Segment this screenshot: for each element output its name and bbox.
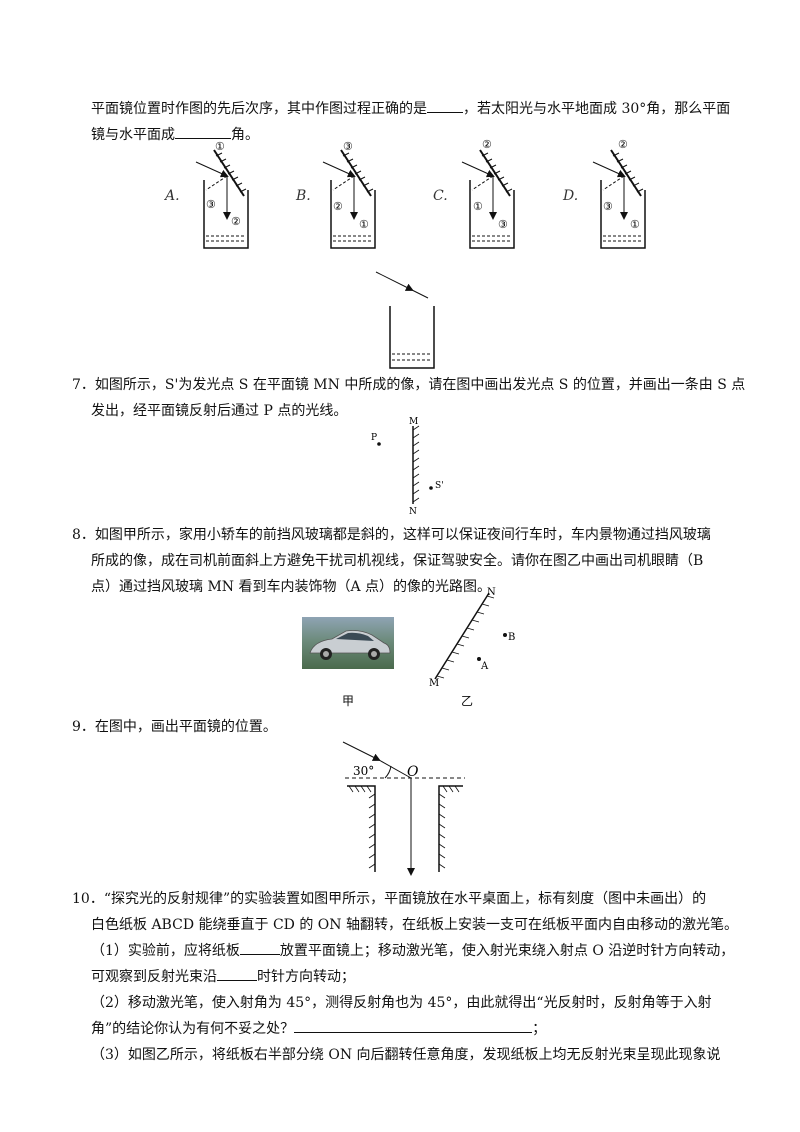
label-n: N xyxy=(409,507,417,517)
q8-line-2: 所成的像，成在司机前面斜上方避免干扰司机视线，保证驾驶安全。请你在图乙中画出司机… xyxy=(91,553,704,569)
option-a[interactable]: A. ① ③ ② xyxy=(163,140,249,249)
point-b xyxy=(503,633,507,637)
q10-line-2: 白色纸板 ABCD 能绕垂直于 CD 的 ON 轴翻转，在纸板上安装一支可在纸板… xyxy=(91,917,738,933)
options-figure: A. ① ③ ② B. ③ ② ① xyxy=(163,138,646,369)
option-d[interactable]: D. ② ③ ① xyxy=(562,138,646,249)
svg-text:②: ② xyxy=(333,200,343,213)
q10-line-3: （1）实验前，应将纸板放置平面镜上；移动激光笔，使入射光束绕入射点 O 沿逆时针… xyxy=(91,938,734,964)
q8-line-1: 8．如图甲所示，家用小轿车的前挡风玻璃都是斜的，这样可以保证夜间行车时，车内景物… xyxy=(72,527,711,543)
svg-text:①: ① xyxy=(473,200,483,213)
svg-text:②: ② xyxy=(482,138,492,151)
svg-text:③: ③ xyxy=(343,140,353,153)
svg-text:②: ② xyxy=(231,215,241,228)
option-b[interactable]: B. ③ ② ① xyxy=(295,140,376,249)
q8-windshield-figure: N M B A xyxy=(429,587,515,689)
point-p xyxy=(377,442,381,446)
intro-line-2: 镜与水平面成角。 xyxy=(91,122,259,148)
label-s-image: S' xyxy=(435,481,444,491)
label-m: M xyxy=(409,417,418,427)
q9-line-1: 9．在图中，画出平面镜的位置。 xyxy=(72,719,277,735)
q10-line-7: （3）如图乙所示，将纸板右半部分绕 ON 向后翻转任意角度，发现纸板上均无反射光… xyxy=(91,1047,721,1063)
q7-line-1: 7．如图所示，S'为发光点 S 在平面镜 MN 中所成的像，请在图中画出发光点 … xyxy=(72,377,746,393)
svg-text:③: ③ xyxy=(498,218,508,231)
svg-text:①: ① xyxy=(359,218,369,231)
option-c[interactable]: C. ② ① ③ xyxy=(433,138,515,249)
label-a: A xyxy=(480,661,489,672)
q10-line-6: 角”的结论你认为有何不妥之处？； xyxy=(91,1016,546,1042)
point-s-image xyxy=(429,486,433,490)
q8-line-3: 点）通过挡风玻璃 MN 看到车内装饰物（A 点）的像的光路图。 xyxy=(91,579,492,595)
svg-text:③: ③ xyxy=(603,200,613,213)
car-photo xyxy=(302,617,394,669)
intro-line-1: 平面镜位置时作图的先后次序，其中作图过程正确的是，若太阳光与水平地面成 30°角… xyxy=(91,96,730,122)
answer-blank-order[interactable] xyxy=(427,96,463,113)
q10-line-5: （2）移动激光笔，使入射角为 45°，测得反射角也为 45°，由此就得出“光反射… xyxy=(91,995,712,1011)
option-letter: B. xyxy=(295,188,311,204)
car-icon xyxy=(309,630,391,660)
option-letter: D. xyxy=(562,188,578,204)
caption-yi: 乙 xyxy=(461,694,474,708)
answer-blank-3[interactable] xyxy=(294,1016,533,1033)
q10-line-4: 可观察到反射光束沿时针方向转动； xyxy=(91,964,355,990)
caption-jia: 甲 xyxy=(342,694,355,708)
angle-label: 30° xyxy=(353,764,374,778)
incident-light-figure xyxy=(375,271,435,369)
label-o: O xyxy=(407,764,419,780)
option-letter: C. xyxy=(433,188,448,204)
label-n: N xyxy=(487,587,496,598)
q7-mirror-figure: M N P S' xyxy=(371,417,444,517)
label-b: B xyxy=(508,632,515,643)
svg-text:①: ① xyxy=(215,140,225,153)
q10-line-1: 10．“探究光的反射规律”的实验装置如图甲所示，平面镜放在水平桌面上，标有刻度（… xyxy=(72,891,707,907)
svg-text:①: ① xyxy=(630,218,640,231)
option-letter: A. xyxy=(163,188,180,204)
svg-text:②: ② xyxy=(618,138,628,151)
answer-blank-1[interactable] xyxy=(239,938,280,955)
answer-blank-2[interactable] xyxy=(217,964,257,981)
q7-line-2: 发出，经平面镜反射后通过 P 点的光线。 xyxy=(91,403,348,419)
point-a xyxy=(477,657,481,661)
answer-blank-angle[interactable] xyxy=(175,122,231,139)
label-p: P xyxy=(371,433,377,443)
q9-figure: 30° O xyxy=(342,741,465,876)
label-m: M xyxy=(429,678,439,689)
svg-text:③: ③ xyxy=(206,198,216,211)
